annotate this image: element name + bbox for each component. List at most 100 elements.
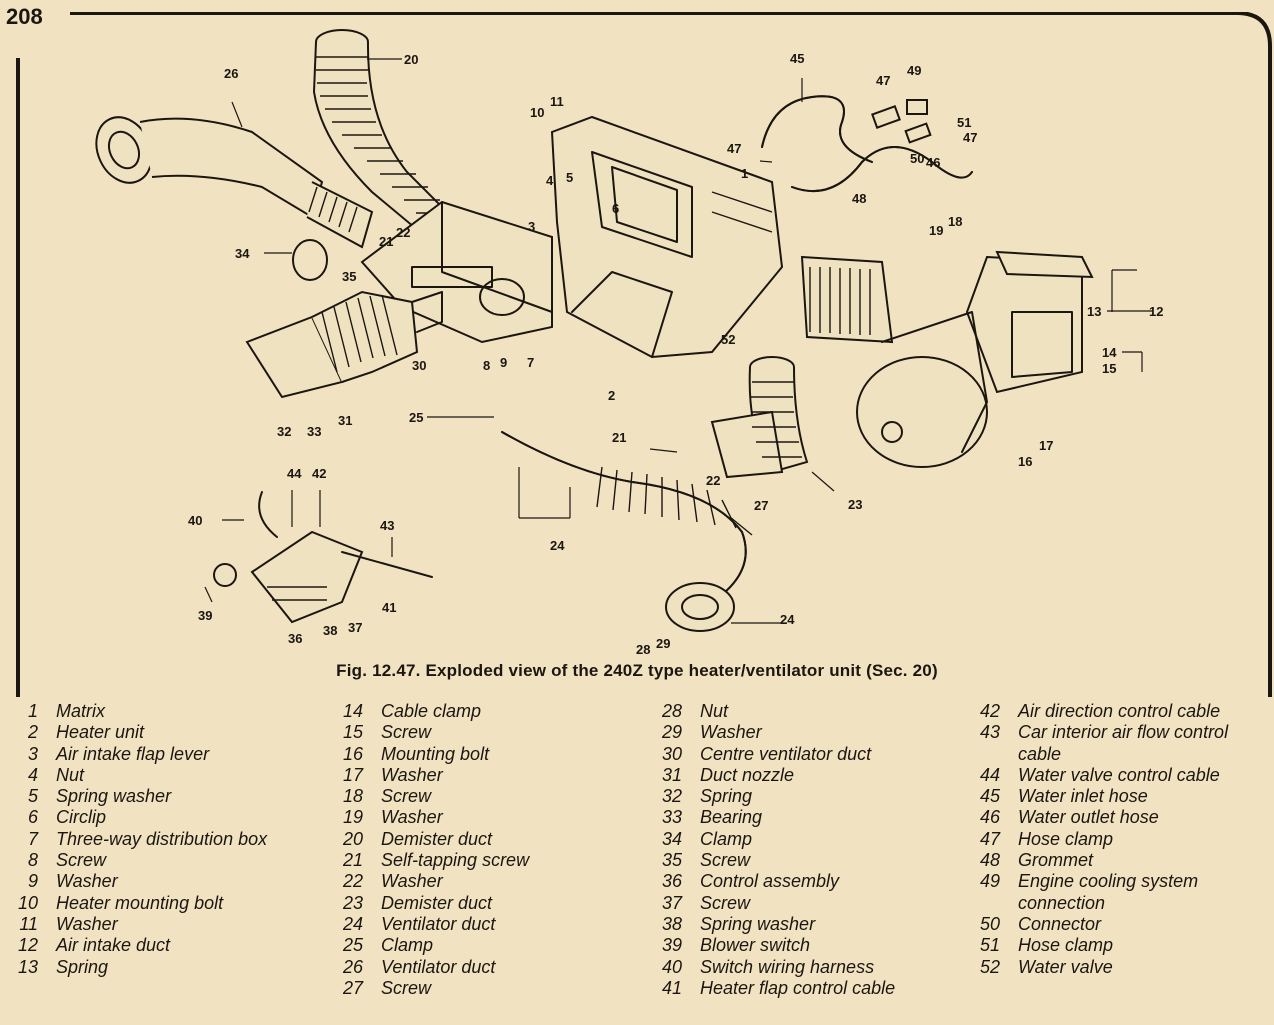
page-number: 208 — [6, 4, 43, 29]
callout-24-b: 24 — [780, 612, 795, 627]
callout-21: 21 — [379, 234, 393, 249]
callout-6: 6 — [612, 201, 619, 216]
callout-49: 49 — [907, 63, 921, 78]
callout-47: 47 — [876, 73, 890, 88]
callout-22-b: 22 — [706, 473, 720, 488]
callout-4: 4 — [546, 173, 554, 188]
callout-37: 37 — [348, 620, 362, 635]
callout-40: 40 — [188, 513, 202, 528]
callout-24: 24 — [550, 538, 565, 553]
callout-30: 30 — [412, 358, 426, 373]
callout-47-b: 47 — [727, 141, 741, 156]
callout-20: 20 — [404, 52, 418, 67]
callout-47-c: 47 — [963, 130, 977, 145]
callout-2: 2 — [608, 388, 615, 403]
callout-22: 22 — [396, 225, 410, 240]
callout-16: 16 — [1018, 454, 1032, 469]
callout-25: 25 — [409, 410, 423, 425]
callout-19: 19 — [929, 223, 943, 238]
callout-9: 9 — [500, 355, 507, 370]
callout-44: 44 — [287, 466, 302, 481]
callout-51: 51 — [957, 115, 971, 130]
callout-50: 50 — [910, 151, 924, 166]
callout-23: 23 — [848, 497, 862, 512]
blower-unit-drawing — [800, 255, 988, 468]
callout-8: 8 — [483, 358, 490, 373]
callout-33: 33 — [307, 424, 321, 439]
callout-36: 36 — [288, 631, 302, 646]
air-intake-duct-12-drawing — [965, 250, 1094, 394]
leader-lines — [204, 58, 1152, 624]
demister-duct-20-drawing — [312, 29, 459, 244]
callout-32: 32 — [277, 424, 291, 439]
exploded-view-figure: 20 26 45 47 49 10 11 47 51 47 1 4 5 50 4… — [12, 12, 1274, 697]
ventilator-duct-24-drawing — [501, 431, 753, 632]
callout-28: 28 — [636, 642, 650, 657]
ventilator-duct-26-drawing — [95, 116, 374, 249]
centre-ventilator-duct-drawing — [245, 290, 443, 399]
callout-38: 38 — [323, 623, 337, 638]
water-hoses-drawing — [761, 95, 973, 193]
callout-27: 27 — [754, 498, 768, 513]
callout-3: 3 — [528, 219, 535, 234]
callout-45: 45 — [790, 51, 804, 66]
callout-52: 52 — [721, 332, 735, 347]
callout-10: 10 — [530, 105, 544, 120]
callout-7: 7 — [527, 355, 534, 370]
callout-34: 34 — [235, 246, 250, 261]
callout-42: 42 — [312, 466, 326, 481]
callout-5: 5 — [566, 170, 573, 185]
demister-duct-23-drawing — [710, 356, 809, 479]
callout-21-b: 21 — [612, 430, 626, 445]
callout-18: 18 — [948, 214, 962, 229]
figure-caption: Fig. 12.47. Exploded view of the 240Z ty… — [336, 661, 938, 680]
callout-11: 11 — [550, 94, 564, 109]
callout-35: 35 — [342, 269, 356, 284]
callout-31: 31 — [338, 413, 352, 428]
